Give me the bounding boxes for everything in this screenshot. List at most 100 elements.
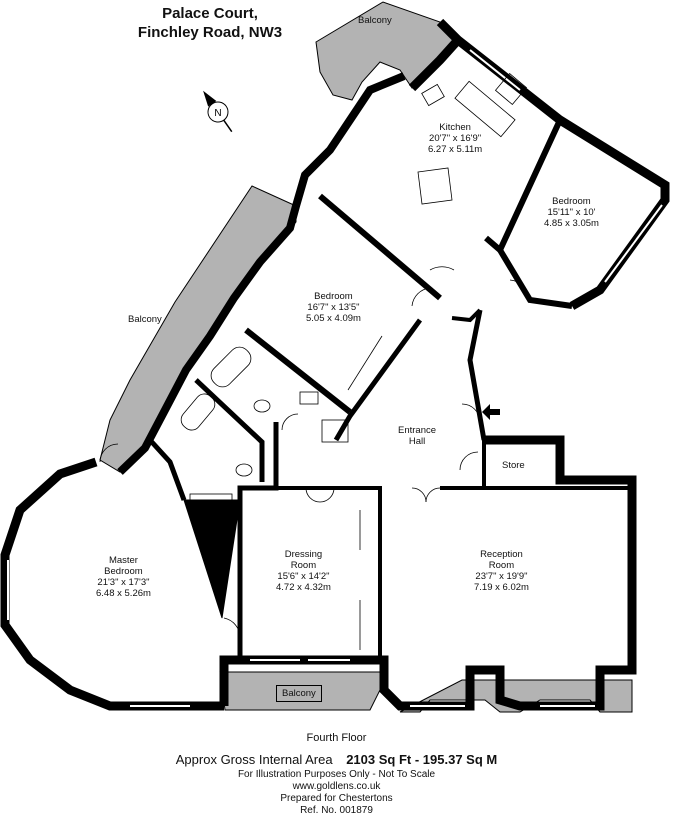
- shower-icon: [321, 419, 349, 443]
- room-reception-room: Reception Room 23'7" x 19'9" 7.19 x 6.02…: [474, 549, 529, 593]
- address-line-2: Finchley Road, NW3: [137, 24, 283, 41]
- room-entrance-hall-line2: Hall: [408, 436, 426, 447]
- room-master-bedroom-line1: Master: [108, 555, 138, 566]
- wall-master-west: [0, 457, 224, 711]
- address-line-1: Palace Court,: [162, 5, 258, 22]
- outer-walls: [0, 18, 670, 711]
- room-reception-room-line1: Reception: [480, 549, 523, 560]
- room-bedroom-east-name: Bedroom: [552, 196, 591, 207]
- wall-kitchen-east: [484, 118, 563, 255]
- door-entrance: [461, 403, 481, 423]
- room-bedroom-east-imperial: 15'11" x 10': [547, 207, 596, 218]
- room-bedroom-mid: Bedroom 16'7" x 13'5" 5.05 x 4.09m: [306, 291, 361, 324]
- wall-north: [408, 36, 462, 92]
- room-master-bedroom-metric: 6.48 x 5.26m: [96, 588, 151, 599]
- room-dressing-room-imperial: 15'6" x 14'2": [277, 571, 330, 582]
- interior-walls: [148, 118, 632, 660]
- wall-master-wedge: [183, 499, 241, 619]
- hob-icon: [494, 72, 528, 106]
- gross-area: Approx Gross Internal Area 2103 Sq Ft - …: [0, 752, 673, 767]
- room-reception-room-line2: Room: [488, 560, 515, 571]
- disclaimer: For Illustration Purposes Only - Not To …: [237, 769, 436, 780]
- entrance-arrow-icon: [482, 404, 500, 420]
- floor-label: Fourth Floor: [306, 732, 367, 744]
- room-dressing-room-metric: 4.72 x 4.32m: [276, 582, 331, 593]
- door-reception-right: [425, 487, 441, 503]
- door-dressing-left: [305, 487, 321, 503]
- balcony-bottom-label: Balcony: [276, 685, 322, 702]
- windows: [7, 49, 663, 707]
- wall-bedroom-east-south: [497, 248, 573, 309]
- room-bedroom-east-metric: 4.85 x 3.05m: [544, 218, 599, 229]
- door-reception-left: [411, 487, 427, 503]
- wall-corridor-east: [451, 308, 482, 323]
- wall-kitchen-bedroom: [318, 193, 442, 301]
- room-entrance-hall: Entrance Hall: [398, 425, 436, 447]
- room-entrance-hall-line1: Entrance: [398, 425, 437, 436]
- door-master: [223, 617, 241, 639]
- room-bedroom-east: Bedroom 15'11" x 10' 4.85 x 3.05m: [544, 196, 599, 229]
- door-bathroom: [281, 413, 299, 431]
- wall-west-upper: [117, 72, 406, 475]
- bathtub-2-icon: [180, 393, 216, 431]
- doors: [99, 266, 531, 639]
- room-dressing-room-line1: Dressing: [284, 549, 323, 560]
- room-kitchen: Kitchen 20'7" x 16'9" 6.27 x 5.11m: [428, 122, 482, 155]
- wall-bathroom-west: [194, 378, 265, 482]
- balcony-west-label: Balcony: [128, 314, 162, 325]
- room-dressing-room: Dressing Room 15'6" x 14'2" 4.72 x 4.32m: [276, 549, 331, 593]
- kitchen-counter: [454, 80, 516, 138]
- bathtub-icon: [210, 346, 252, 388]
- wall-bedroom-mid-east: [333, 318, 423, 442]
- gross-area-value: 2103 Sq Ft - 195.37 Sq M: [346, 752, 498, 767]
- door-bedroom-east: [509, 279, 531, 301]
- toilet-icon: [253, 399, 271, 413]
- prepared-for: Prepared for Chestertons: [280, 793, 393, 804]
- room-dressing-room-line2: Room: [290, 560, 317, 571]
- toilet-2-icon: [235, 463, 253, 477]
- room-kitchen-name: Kitchen: [439, 122, 471, 133]
- room-reception-room-metric: 7.19 x 6.02m: [474, 582, 529, 593]
- reference-number: Ref. No. 001879: [300, 805, 373, 816]
- compass-north-arrow-icon: [203, 90, 233, 133]
- basin-icon: [299, 391, 319, 405]
- room-store: Store: [502, 460, 525, 471]
- wall-south: [219, 435, 637, 711]
- balcony-west-area: [99, 185, 297, 473]
- wardrobe-bedroom-icon: [347, 335, 383, 391]
- balconies: [99, 1, 633, 713]
- door-store: [459, 451, 479, 471]
- room-bedroom-mid-metric: 5.05 x 4.09m: [306, 313, 361, 324]
- wall-master-east: [148, 438, 187, 501]
- wall-dressing-top: [240, 486, 382, 660]
- wall-store: [482, 440, 560, 490]
- room-master-bedroom-imperial: 21'3" x 17'3": [97, 577, 150, 588]
- wall-hall-east: [467, 309, 487, 441]
- kitchen-sink-icon: [421, 83, 445, 107]
- footer-notes: For Illustration Purposes Only - Not To …: [0, 769, 673, 817]
- vanity-icon: [189, 493, 233, 509]
- compass-letter: N: [214, 108, 221, 119]
- gross-area-label: Approx Gross Internal Area: [175, 752, 333, 767]
- wall-north-east: [436, 18, 670, 310]
- wall-hall-west: [237, 422, 279, 660]
- website: www.goldlens.co.uk: [292, 781, 381, 792]
- balcony-bottom-right-area: [399, 679, 633, 713]
- room-bedroom-mid-name: Bedroom: [314, 291, 353, 302]
- door-bedroom-mid: [411, 287, 431, 307]
- door-kitchen: [429, 266, 455, 271]
- room-master-bedroom: Master Bedroom 21'3" x 17'3" 6.48 x 5.26…: [96, 555, 151, 599]
- balcony-top-label: Balcony: [358, 15, 392, 26]
- room-reception-room-imperial: 23'7" x 19'9": [475, 571, 528, 582]
- room-master-bedroom-line2: Bedroom: [104, 566, 143, 577]
- room-bedroom-mid-imperial: 16'7" x 13'5": [307, 302, 360, 313]
- wall-bathroom-top: [244, 327, 352, 415]
- room-kitchen-imperial: 20'7" x 16'9": [429, 133, 482, 144]
- kitchen-island-icon: [417, 167, 453, 205]
- fixtures: [180, 72, 528, 650]
- door-dressing-right: [319, 487, 335, 503]
- window-kitchen: [469, 49, 521, 91]
- room-kitchen-metric: 6.27 x 5.11m: [428, 144, 483, 155]
- window-bedroom-east: [604, 204, 663, 283]
